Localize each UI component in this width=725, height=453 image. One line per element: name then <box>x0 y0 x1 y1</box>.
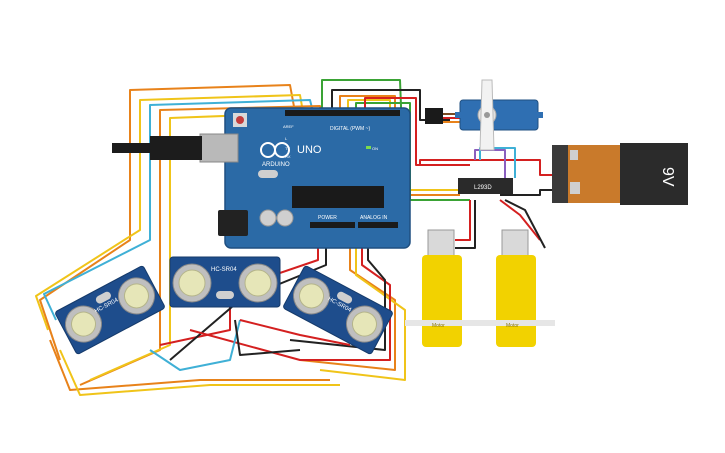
wire-black-motor-b <box>504 199 546 249</box>
sensor-right-eye-1-inner <box>299 283 325 309</box>
sensor-left-crystal <box>95 291 111 304</box>
arduino-uno: ARDUINO UNO DIGITAL (PWM ~) POWER ANALOG… <box>112 107 411 249</box>
motor-right-can <box>501 229 529 259</box>
sensor-right-eye-2-inner <box>351 311 377 337</box>
wire-red-battery <box>419 159 560 176</box>
wire-red-low-2 <box>189 230 391 361</box>
motor-right-label: Motor <box>506 323 519 329</box>
driver-chip <box>458 178 513 194</box>
usb-cable-plug <box>150 136 202 160</box>
servo-screw <box>484 112 490 118</box>
tx-label: TX <box>285 146 290 151</box>
motor-left-can <box>427 229 455 259</box>
dc-motor-right: Motor <box>480 229 555 347</box>
digital-label: DIGITAL (PWM ~) <box>330 126 370 132</box>
sensor-left-eye-2-inner <box>123 283 149 309</box>
hc-sr04-middle: HC-SR04 <box>169 256 281 308</box>
aref-label: AREF <box>283 124 294 129</box>
wire-green-top-2 <box>355 102 470 201</box>
usb-port <box>199 133 239 163</box>
dc-motor-left: Motor <box>405 229 480 347</box>
battery-cap <box>552 145 568 203</box>
digital-header <box>285 110 400 116</box>
analog-label: ANALOG IN <box>360 215 388 221</box>
sensor-middle-label: HC-SR04 <box>211 267 237 273</box>
wire-orange-mid <box>49 339 330 391</box>
wire-black-mid <box>234 319 301 356</box>
battery-end <box>620 143 688 205</box>
sensor-middle-eye-1-inner <box>178 269 206 297</box>
wire-blue-left <box>43 99 314 321</box>
wire-yellow-top <box>347 99 465 191</box>
analog-header <box>358 222 398 228</box>
sensor-left-eye-1-inner <box>71 311 97 337</box>
wire-black-motor-a <box>455 200 476 249</box>
sensor-right-crystal <box>337 291 353 304</box>
on-label: ON <box>372 146 378 151</box>
motor-right-shaft <box>480 320 555 326</box>
hc-sr04-left: HC-SR04 <box>55 265 165 355</box>
wire-red-mid <box>239 319 351 346</box>
sensor-middle-eye-2-inner <box>244 269 272 297</box>
servo-connector <box>425 108 443 124</box>
wire-orange-top <box>339 95 460 196</box>
battery-terminal-pos <box>570 150 578 160</box>
wire-red-motor-b <box>499 199 541 241</box>
wire-black-low-2 <box>289 230 386 351</box>
wire-blue-driver <box>479 147 516 178</box>
wire-orange-low <box>299 230 396 371</box>
power-header <box>310 222 355 228</box>
motor-left-gearbox <box>422 255 462 347</box>
hc-sr04-right: HC-SR04 <box>283 265 393 355</box>
l-label: L <box>285 136 288 141</box>
reset-button-cap <box>236 116 244 124</box>
arduino-model: UNO <box>297 144 322 156</box>
capacitor-1 <box>259 209 277 227</box>
wire-red-top <box>364 97 470 166</box>
arduino-logo-right <box>274 142 290 158</box>
l293d-driver: L293D <box>458 178 513 194</box>
arduino-brand: ARDUINO <box>262 162 290 168</box>
power-jack <box>218 210 248 236</box>
rx-label: RX <box>285 154 291 159</box>
wire-yellow-low <box>319 230 406 381</box>
servo-body <box>459 99 539 131</box>
usb-cable <box>112 143 152 153</box>
sensor-middle-crystal <box>216 291 234 299</box>
battery-9v: 9V <box>552 143 688 205</box>
motor-left-label: Motor <box>432 323 445 329</box>
servo-motor <box>425 79 543 151</box>
capacitor-2 <box>276 209 294 227</box>
power-label: POWER <box>318 215 337 221</box>
wire-blue-low <box>149 319 241 371</box>
motor-right-gearbox <box>496 255 536 347</box>
wire-yellow-mid <box>59 349 340 396</box>
wire-red-motor-a <box>455 200 471 241</box>
driver-label: L293D <box>474 185 492 191</box>
wire-yellow-left-outer <box>35 94 304 331</box>
wire-black-battery <box>500 189 560 196</box>
servo-mount-right <box>535 112 543 118</box>
on-led <box>366 146 371 149</box>
crystal <box>258 170 278 178</box>
battery-terminal-neg <box>570 182 580 194</box>
battery-label: 9V <box>659 167 676 187</box>
atmega-chip <box>292 186 384 208</box>
wire-orange-left-outer <box>39 84 296 361</box>
servo-mount-left <box>455 112 463 118</box>
motor-left-shaft <box>405 320 480 326</box>
